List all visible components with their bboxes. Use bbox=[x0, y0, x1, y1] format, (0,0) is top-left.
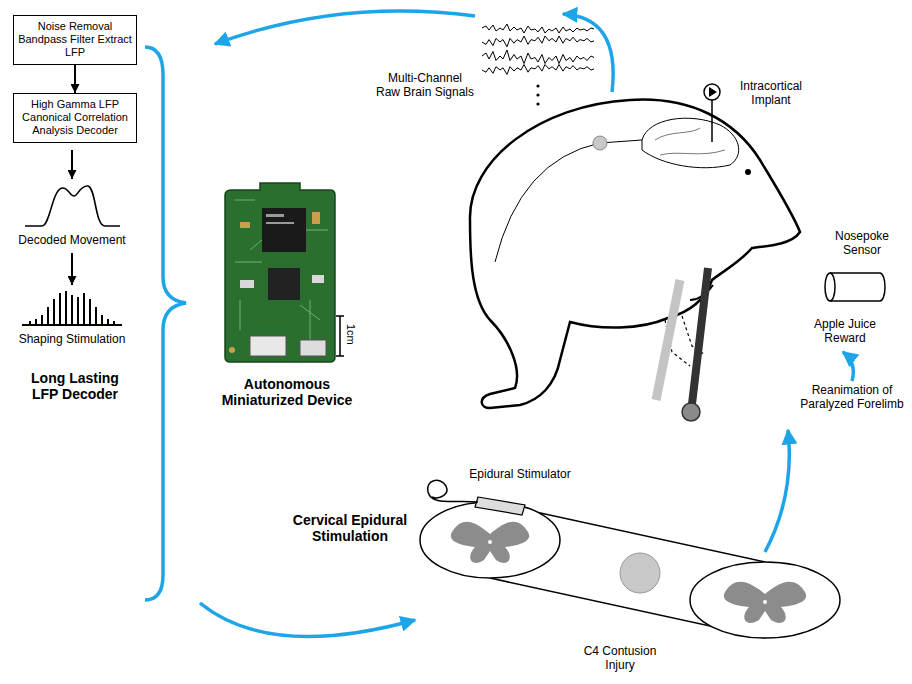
lever bbox=[692, 268, 708, 404]
chip-mark bbox=[266, 222, 294, 224]
component bbox=[240, 280, 254, 288]
connector bbox=[250, 336, 286, 356]
mount-hole bbox=[229, 347, 235, 353]
circuit-board bbox=[225, 183, 335, 362]
chip-mark bbox=[266, 214, 284, 217]
figure-label: 1cm bbox=[345, 319, 358, 349]
figure-label: Apple Juice Reward bbox=[800, 318, 890, 346]
cervical-site bbox=[593, 136, 607, 150]
figure-label: Epidural Stimulator bbox=[465, 468, 575, 482]
rat-eye bbox=[745, 169, 751, 175]
figure-label: Reanimation of Paralyzed Forelimb bbox=[799, 384, 905, 412]
nosepoke-opening bbox=[825, 273, 835, 301]
figure-label: Shaping Stimulation bbox=[7, 333, 137, 347]
signal-trace bbox=[482, 65, 594, 75]
flow-arrow bbox=[215, 11, 475, 44]
spinal-cord bbox=[495, 140, 642, 262]
figure-label: Multi-Channel Raw Brain Signals bbox=[375, 72, 475, 100]
flow-arrow bbox=[71, 150, 73, 179]
implant-symbol bbox=[704, 84, 720, 100]
electrode-lead bbox=[428, 480, 478, 502]
flow-arrow bbox=[843, 352, 853, 381]
implant-symbol bbox=[709, 87, 717, 97]
figure-label: C4 Contusion Injury bbox=[575, 645, 665, 673]
brain-fold bbox=[655, 128, 725, 155]
lever-knob bbox=[682, 403, 700, 421]
cord-face bbox=[690, 562, 840, 638]
ellipsis-dot bbox=[536, 102, 539, 105]
flow-arrow bbox=[765, 430, 789, 552]
lever-previous bbox=[656, 280, 680, 400]
brain bbox=[642, 118, 739, 168]
process-box: High Gamma LFP Canonical Correlation Ana… bbox=[13, 93, 137, 143]
stimulation-pulses bbox=[22, 291, 122, 325]
flow-arrow bbox=[200, 603, 415, 636]
implant-wire bbox=[711, 100, 713, 142]
box-text: Noise Removal Bandpass Filter Extract LF… bbox=[18, 20, 132, 60]
process-box: Noise Removal Bandpass Filter Extract LF… bbox=[13, 15, 137, 65]
scale-bar bbox=[336, 316, 344, 356]
component bbox=[312, 275, 324, 283]
flow-arrow bbox=[563, 14, 613, 92]
cord-cross-section bbox=[420, 502, 560, 578]
cord-face bbox=[420, 502, 560, 578]
figure-label: Intracortical Implant bbox=[735, 80, 807, 108]
component bbox=[240, 222, 250, 228]
chip bbox=[262, 208, 306, 252]
connector bbox=[300, 340, 326, 356]
signal-trace bbox=[482, 50, 594, 64]
figure-label: Nosepoke Sensor bbox=[826, 230, 898, 258]
bracket bbox=[145, 47, 186, 600]
signal-trace bbox=[482, 36, 594, 47]
pcb-trace bbox=[235, 200, 328, 340]
flow-arrow bbox=[74, 65, 76, 93]
ellipsis-dot bbox=[536, 84, 539, 87]
grey-matter bbox=[451, 522, 529, 563]
component bbox=[312, 212, 320, 224]
nosepoke-sensor bbox=[830, 273, 885, 301]
box-text: High Gamma LFP Canonical Correlation Ana… bbox=[18, 98, 132, 138]
section-title: Autonomous Miniaturized Device bbox=[212, 376, 362, 408]
chip bbox=[268, 268, 300, 300]
ellipsis-dot bbox=[536, 93, 539, 96]
pcb bbox=[225, 183, 335, 362]
rat-outline bbox=[470, 100, 800, 408]
contusion-lesion bbox=[620, 553, 660, 593]
section-title: Long Lasting LFP Decoder bbox=[20, 370, 130, 402]
grey-matter bbox=[724, 582, 806, 623]
section-title: Cervical Epidural Stimulation bbox=[280, 512, 420, 544]
movement-curve bbox=[25, 186, 120, 226]
cord-cross-section bbox=[690, 562, 840, 638]
central-canal bbox=[488, 540, 492, 544]
flow-arrow bbox=[71, 253, 73, 285]
central-canal bbox=[763, 600, 767, 604]
epidural-electrode bbox=[475, 497, 525, 515]
figure-label: Decoded Movement bbox=[7, 234, 137, 248]
signal-trace bbox=[482, 24, 594, 33]
